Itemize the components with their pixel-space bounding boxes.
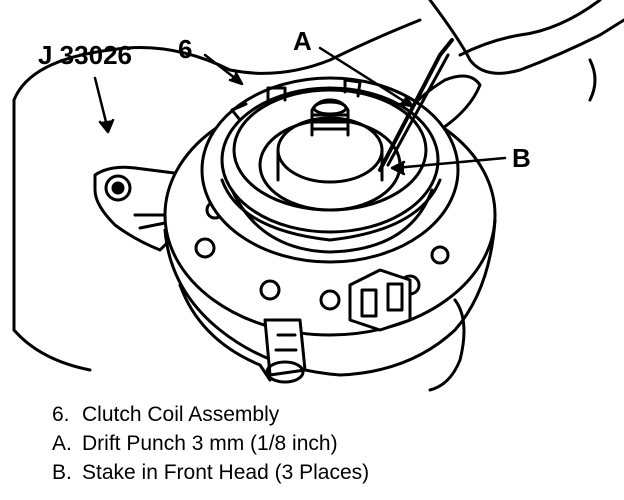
drift-punch xyxy=(378,38,454,172)
leader-item-a-arrow xyxy=(398,94,414,108)
leader-item-b-arrow xyxy=(390,160,406,176)
legend-row-a: A. Drift Punch 3 mm (1/8 inch) xyxy=(52,429,369,458)
leader-item-b xyxy=(393,156,507,170)
callout-tool-j33026: J 33026 xyxy=(38,40,132,70)
tool-j33026-outline xyxy=(12,18,422,372)
legend-key: 6. xyxy=(52,403,70,426)
legend-text: Drift Punch 3 mm (1/8 inch) xyxy=(82,432,338,455)
legend-key: A. xyxy=(52,432,72,455)
leader-item-6-arrow xyxy=(228,71,244,86)
leader-item-a xyxy=(318,46,412,107)
lower-fitting xyxy=(263,318,307,384)
legend-row-6: 6. Clutch Coil Assembly xyxy=(52,400,369,429)
callout-item-b: B xyxy=(512,143,531,173)
leader-lines xyxy=(93,46,507,176)
callout-item-6: 6 xyxy=(178,34,193,64)
legend-text: Clutch Coil Assembly xyxy=(82,403,280,426)
shaft-hub xyxy=(258,98,402,212)
legend-row-b: B. Stake in Front Head (3 Places) xyxy=(52,458,369,487)
electrical-connector xyxy=(348,268,412,332)
legend-text: Stake in Front Head (3 Places) xyxy=(82,461,370,484)
callout-item-a: A xyxy=(293,26,312,56)
legend: 6. Clutch Coil Assembly A. Drift Punch 3 m… xyxy=(52,400,369,487)
legend-key: B. xyxy=(52,461,72,484)
hand-illustration xyxy=(403,0,624,139)
leader-tool-arrow xyxy=(98,118,115,134)
